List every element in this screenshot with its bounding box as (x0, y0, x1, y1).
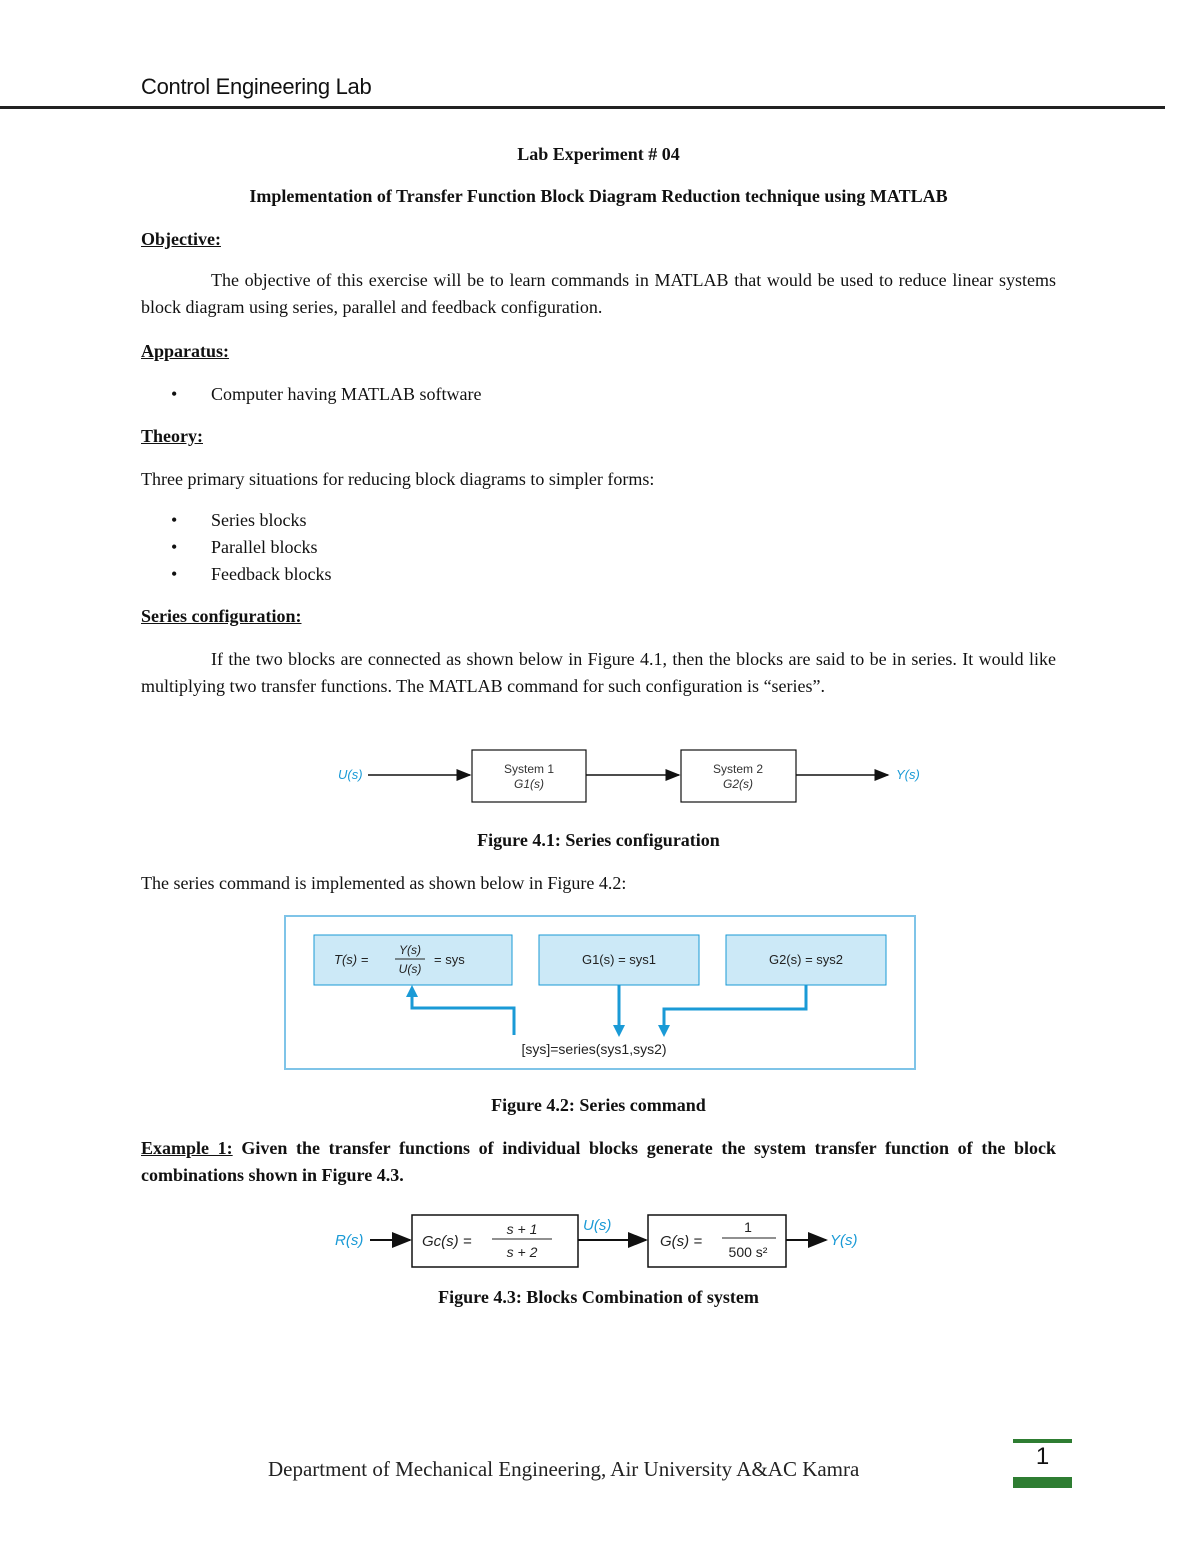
fig43-block-gc (411, 1214, 579, 1268)
figure-4-2-caption: Figure 4.2: Series command (491, 1095, 706, 1115)
fig43-mid-label: U(s) (583, 1217, 611, 1234)
apparatus-heading: Apparatus: (141, 341, 230, 361)
fig42-box-sys1 (538, 934, 700, 986)
example-1-label: Example 1: (141, 1138, 233, 1158)
page-number-top-bar (1013, 1439, 1072, 1443)
fig41-block-2-tf: G2(s) (723, 777, 753, 791)
objective-heading: Objective: (141, 229, 221, 249)
figure-4-1-diagram: U(s) System 1 G1(s) System 2 G2(s) Y(s) (338, 749, 920, 803)
series-command-intro: The series command is implemented as sho… (141, 873, 627, 893)
fig42-box-sys (313, 934, 513, 986)
theory-list: Series blocks Parallel blocks Feedback b… (171, 507, 331, 588)
fig43-gc-den: s + 2 (507, 1244, 538, 1260)
fig42-arrowhead-down-2 (658, 1025, 670, 1037)
document-title: Implementation of Transfer Function Bloc… (249, 186, 948, 206)
fig43-g-num: 1 (744, 1219, 752, 1235)
objective-text-content: The objective of this exercise will be t… (141, 270, 1056, 317)
series-text-content: If the two blocks are connected as shown… (141, 649, 1056, 696)
fig42-box-sys-rhs: = sys (434, 952, 465, 967)
fig43-g-lhs: G(s) = (660, 1233, 702, 1250)
fig42-arrowhead-up (406, 985, 418, 997)
fig43-output-label: Y(s) (830, 1232, 858, 1249)
fig41-block-1-title: System 1 (504, 762, 554, 776)
fig43-block-g (647, 1214, 787, 1268)
figure-4-3-diagram: R(s) Gc(s) = s + 1 s + 2 U(s) G(s) = 1 5… (335, 1214, 858, 1268)
theory-intro: Three primary situations for reducing bl… (141, 469, 655, 489)
example-1: Example 1: Given the transfer functions … (141, 1135, 1056, 1189)
theory-heading: Theory: (141, 426, 203, 446)
fig43-gc-lhs: Gc(s) = (422, 1233, 472, 1250)
page-number-bottom-bar (1013, 1477, 1072, 1488)
fig42-box-sys-lhs: T(s) = (334, 952, 369, 967)
fig42-box-sys-den: U(s) (399, 962, 422, 976)
fig41-block-1 (471, 749, 587, 803)
fig42-arrowhead-down-1 (613, 1025, 625, 1037)
fig42-arrow-from-sys2 (662, 985, 808, 1027)
fig42-box-sys1-text: G1(s) = sys1 (582, 952, 656, 967)
theory-item-series: Series blocks (171, 507, 331, 534)
fig41-block-2 (680, 749, 797, 803)
theory-item-parallel: Parallel blocks (171, 534, 331, 561)
apparatus-list: Computer having MATLAB software (171, 381, 481, 408)
fig41-block-2-title: System 2 (713, 762, 763, 776)
fig43-input-label: R(s) (335, 1232, 363, 1249)
fig41-block-1-tf: G1(s) (514, 777, 544, 791)
series-heading: Series configuration: (141, 606, 302, 626)
lab-number: Lab Experiment # 04 (517, 144, 680, 164)
fig43-gc-num: s + 1 (507, 1221, 538, 1237)
series-text: If the two blocks are connected as shown… (141, 646, 1056, 700)
fig41-output-label: Y(s) (896, 767, 920, 782)
header-title: Control Engineering Lab (141, 74, 372, 99)
objective-text: The objective of this exercise will be t… (141, 267, 1056, 321)
page-number: 1 (1035, 1443, 1050, 1470)
fig42-box-sys2-text: G2(s) = sys2 (769, 952, 843, 967)
theory-item-feedback: Feedback blocks (171, 561, 331, 588)
fig42-box-sys2 (725, 934, 887, 986)
fig42-arrow-to-sys (410, 989, 516, 1035)
figure-4-1-caption: Figure 4.1: Series configuration (477, 830, 720, 850)
header-divider (0, 106, 1165, 109)
apparatus-item: Computer having MATLAB software (171, 381, 481, 408)
fig42-box-sys-num: Y(s) (399, 943, 421, 957)
footer-department: Department of Mechanical Engineering, Ai… (268, 1457, 860, 1481)
example-1-text: Given the transfer functions of individu… (141, 1138, 1056, 1185)
figure-4-3-caption: Figure 4.3: Blocks Combination of system (438, 1287, 759, 1307)
fig43-g-den: 500 s² (729, 1244, 768, 1260)
fig42-command-text: [sys]=series(sys1,sys2) (521, 1041, 666, 1057)
fig41-input-label: U(s) (338, 767, 363, 782)
figure-4-2-diagram: T(s) = Y(s) U(s) = sys G1(s) = sys1 G2(s… (284, 915, 916, 1070)
